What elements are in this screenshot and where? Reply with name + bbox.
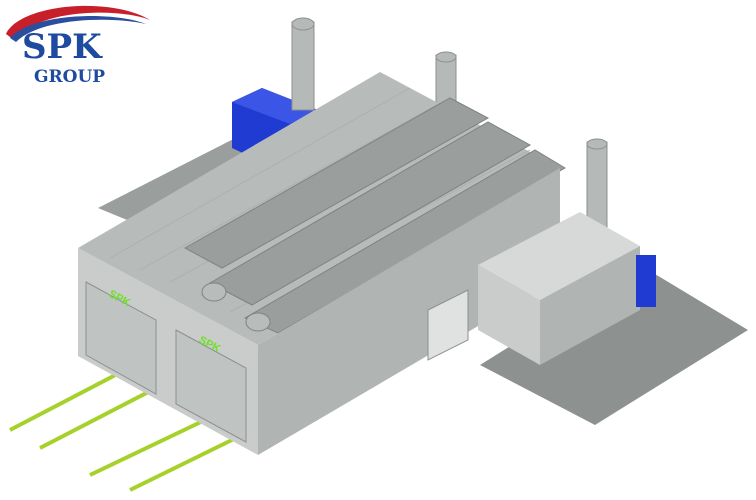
- side-annex: [478, 212, 656, 365]
- ground-slab: [480, 265, 748, 425]
- logo-brand-text: SPK: [22, 27, 103, 67]
- side-wall: [258, 168, 560, 455]
- side-door: [427, 289, 469, 361]
- floor-rails: [9, 368, 241, 492]
- spk-group-logo: SPK GROUP: [6, 5, 150, 87]
- logo-subtitle-text: GROUP: [34, 67, 105, 87]
- logo-swoosh-red: [6, 5, 150, 41]
- logo-swoosh-blue: [10, 15, 146, 42]
- roof-ducts: [183, 97, 566, 334]
